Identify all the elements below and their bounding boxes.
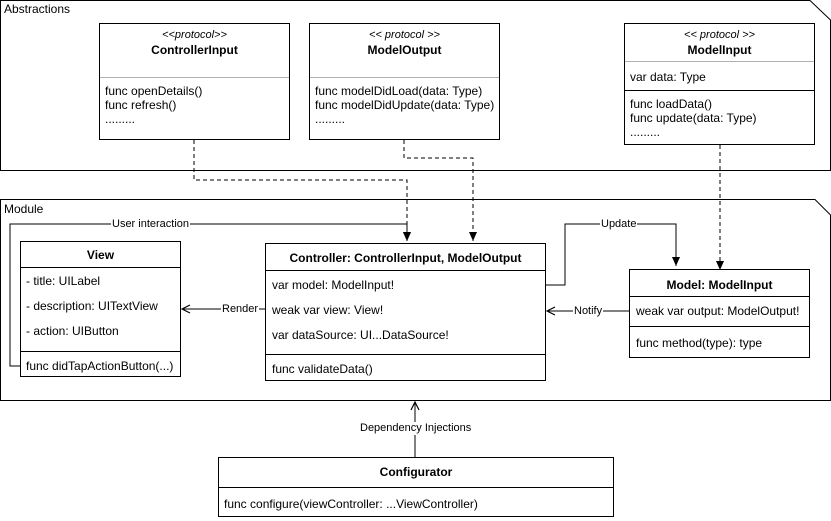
render-label: Render bbox=[221, 303, 260, 316]
view-class-method: func didTapActionButton(...) bbox=[26, 359, 174, 373]
controller-input-member: func openDetails() bbox=[105, 84, 203, 98]
configurator-class: Configurator func configure(viewControll… bbox=[218, 457, 614, 517]
controller-class-attribute: weak var view: View! bbox=[272, 303, 384, 317]
view-class-attribute: - action: UIButton bbox=[26, 324, 119, 338]
controller-class: Controller: ControllerInput, ModelOutput… bbox=[265, 243, 546, 381]
controller-input-title: ControllerInput bbox=[151, 43, 238, 57]
model-input-method: ......... bbox=[630, 125, 661, 139]
model-output-title: ModelOutput bbox=[367, 43, 442, 57]
controller-input-member: ......... bbox=[105, 112, 136, 126]
model-input-protocol: << protocol >> ModelInput var data: Type… bbox=[624, 23, 815, 145]
model-output-stereotype: << protocol >> bbox=[369, 29, 440, 41]
controller-input-divider bbox=[100, 77, 289, 78]
user-interaction-label: User interaction bbox=[111, 218, 191, 231]
controller-class-divider bbox=[266, 270, 545, 271]
controller-class-attribute: var model: ModelInput! bbox=[272, 278, 395, 292]
edge-modeloutput-to-controller bbox=[403, 140, 477, 241]
configurator-class-divider bbox=[219, 487, 613, 488]
configurator-class-title: Configurator bbox=[379, 465, 453, 479]
model-output-member: func modelDidUpdate(data: Type) bbox=[315, 98, 495, 112]
model-output-member: ......... bbox=[315, 112, 346, 126]
model-class-section-divider bbox=[630, 326, 809, 327]
update-label: Update bbox=[600, 218, 638, 231]
dependency-injections-label: Dependency Injections bbox=[359, 422, 473, 435]
model-class-title: Model: ModelInput bbox=[666, 278, 773, 292]
model-input-section-divider bbox=[625, 90, 814, 91]
notify-label: Notify bbox=[573, 305, 604, 318]
controller-class-section-divider bbox=[266, 354, 545, 355]
view-class-attribute: - title: UILabel bbox=[26, 274, 101, 288]
view-class-attribute: - description: UITextView bbox=[26, 299, 158, 313]
configurator-class-method: func configure(viewController: ...ViewCo… bbox=[224, 497, 478, 511]
model-output-member: func modelDidLoad(data: Type) bbox=[315, 84, 483, 98]
model-input-method: func loadData() bbox=[630, 97, 713, 111]
model-class-attribute: weak var output: ModelOutput! bbox=[636, 304, 800, 318]
view-class-section-divider bbox=[21, 351, 180, 352]
edge-controllerinput-to-controller bbox=[193, 140, 411, 241]
controller-class-title: Controller: ControllerInput, ModelOutput bbox=[289, 251, 522, 265]
controller-class-method: func validateData() bbox=[272, 362, 373, 376]
module-frame-label: Module bbox=[4, 202, 44, 216]
model-output-protocol: << protocol >> ModelOutput func modelDid… bbox=[309, 23, 500, 140]
controller-input-member: func refresh() bbox=[105, 98, 177, 112]
model-output-divider bbox=[310, 77, 499, 78]
model-input-method: func update(data: Type) bbox=[630, 111, 757, 125]
model-input-stereotype: << protocol >> bbox=[684, 29, 755, 41]
controller-input-protocol: <<protocol>> ControllerInput func openDe… bbox=[99, 23, 290, 140]
edge-update bbox=[546, 223, 680, 286]
model-class-method: func method(type): type bbox=[636, 336, 763, 350]
abstractions-frame-label: Abstractions bbox=[4, 2, 71, 16]
model-input-title: ModelInput bbox=[687, 43, 752, 57]
view-class: View - title: UILabel - description: UIT… bbox=[20, 241, 181, 377]
view-class-title: View bbox=[86, 248, 115, 262]
model-class-divider bbox=[630, 296, 809, 297]
view-class-divider bbox=[21, 267, 180, 268]
controller-input-stereotype: <<protocol>> bbox=[162, 29, 227, 41]
model-input-divider bbox=[625, 61, 814, 62]
model-class: Model: ModelInput weak var output: Model… bbox=[629, 269, 810, 358]
controller-class-attribute: var dataSource: UI...DataSource! bbox=[272, 328, 449, 342]
model-input-attribute: var data: Type bbox=[630, 70, 706, 84]
edge-user-interaction bbox=[9, 223, 411, 367]
